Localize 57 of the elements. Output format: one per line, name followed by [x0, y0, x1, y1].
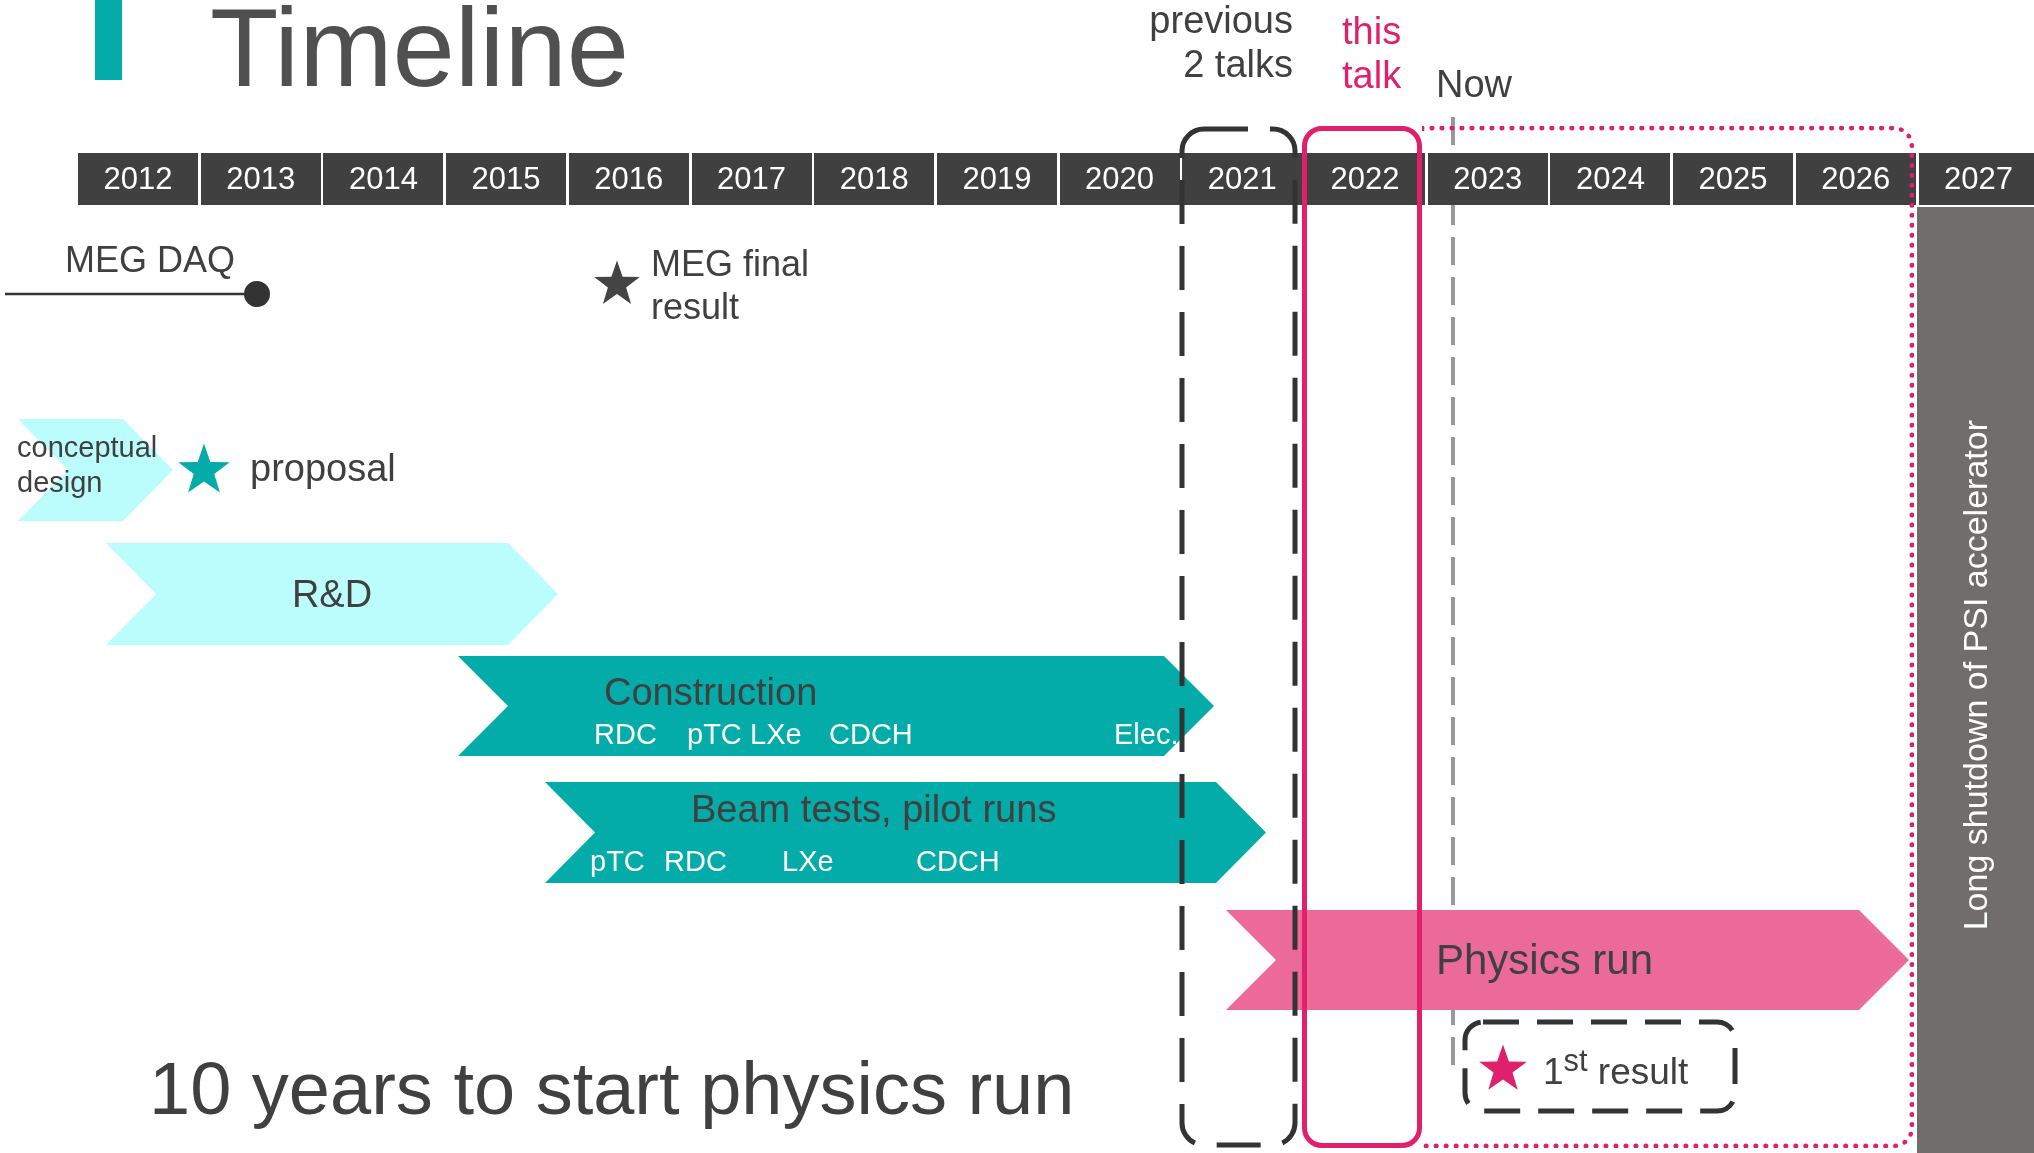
phase-band: [18, 419, 173, 521]
phase-label: R&D: [290, 571, 374, 617]
milestone-label: MEG final result: [651, 242, 811, 329]
year-label: 2021: [1207, 161, 1277, 197]
phase-label: Construction: [604, 671, 818, 715]
year-label: 2026: [1821, 161, 1891, 197]
year-label: 2018: [839, 161, 909, 197]
year-label: 2019: [962, 161, 1032, 197]
year-cell: [323, 153, 444, 205]
year-cell: [1059, 153, 1180, 205]
phase-label: conceptual design: [17, 430, 157, 500]
year-label: 2017: [717, 161, 786, 197]
shutdown-bar: [1917, 207, 2034, 1153]
sub-label: RDC: [664, 845, 727, 879]
year-cell: [691, 153, 812, 205]
sub-label: Elec.: [1114, 718, 1179, 752]
year-label: 2014: [348, 161, 418, 197]
year-cell: [1918, 153, 2034, 205]
year-cell: [78, 153, 198, 205]
sub-label: pTC: [687, 718, 742, 752]
sub-label: LXe: [750, 718, 802, 752]
phase-label: Physics run: [1436, 936, 1654, 985]
year-cell: [936, 153, 1057, 205]
year-label: 2027: [1944, 161, 2013, 197]
year-label: 2015: [471, 161, 541, 197]
sub-label: RDC: [594, 718, 657, 752]
year-label: 2022: [1330, 161, 1400, 197]
now-label: Now: [1436, 62, 1513, 107]
phase-band: [1226, 910, 1909, 1010]
phase-label: Beam tests, pilot runs: [691, 788, 1057, 832]
sub-label: CDCH: [829, 718, 913, 752]
phase-band: [545, 782, 1266, 883]
sub-label: pTC: [590, 845, 645, 879]
milestone-label: 1$^{st}$ result: [1543, 1043, 1689, 1094]
year-label: 2012: [103, 161, 173, 197]
slide-title: Timeline: [210, 0, 630, 110]
year-label: 2023: [1453, 161, 1523, 197]
year-cell: [814, 153, 935, 205]
sub-label: LXe: [782, 845, 834, 879]
frame-heading: this talk: [1342, 9, 1403, 98]
year-label: 2016: [594, 161, 664, 197]
summary-text: 10 years to start physics run: [149, 1046, 1075, 1132]
vertical-label: Long shutdown of PSI accelerator: [1956, 420, 1995, 931]
phase-band: [106, 543, 558, 645]
year-label: 2025: [1698, 161, 1768, 197]
year-label: 2020: [1085, 161, 1155, 197]
sub-label: CDCH: [916, 845, 1000, 879]
timeline-label: MEG DAQ: [65, 238, 235, 282]
frame-heading: previous 2 talks: [1148, 0, 1293, 87]
year-cell: [568, 153, 689, 205]
year-cell: [446, 153, 567, 205]
year-cell: [200, 153, 321, 205]
milestone-box: [1462, 1019, 1738, 1114]
year-label: 2024: [1575, 161, 1645, 197]
phase-band: [458, 656, 1214, 756]
milestone-label: proposal: [250, 446, 396, 491]
year-label: 2013: [226, 161, 296, 197]
